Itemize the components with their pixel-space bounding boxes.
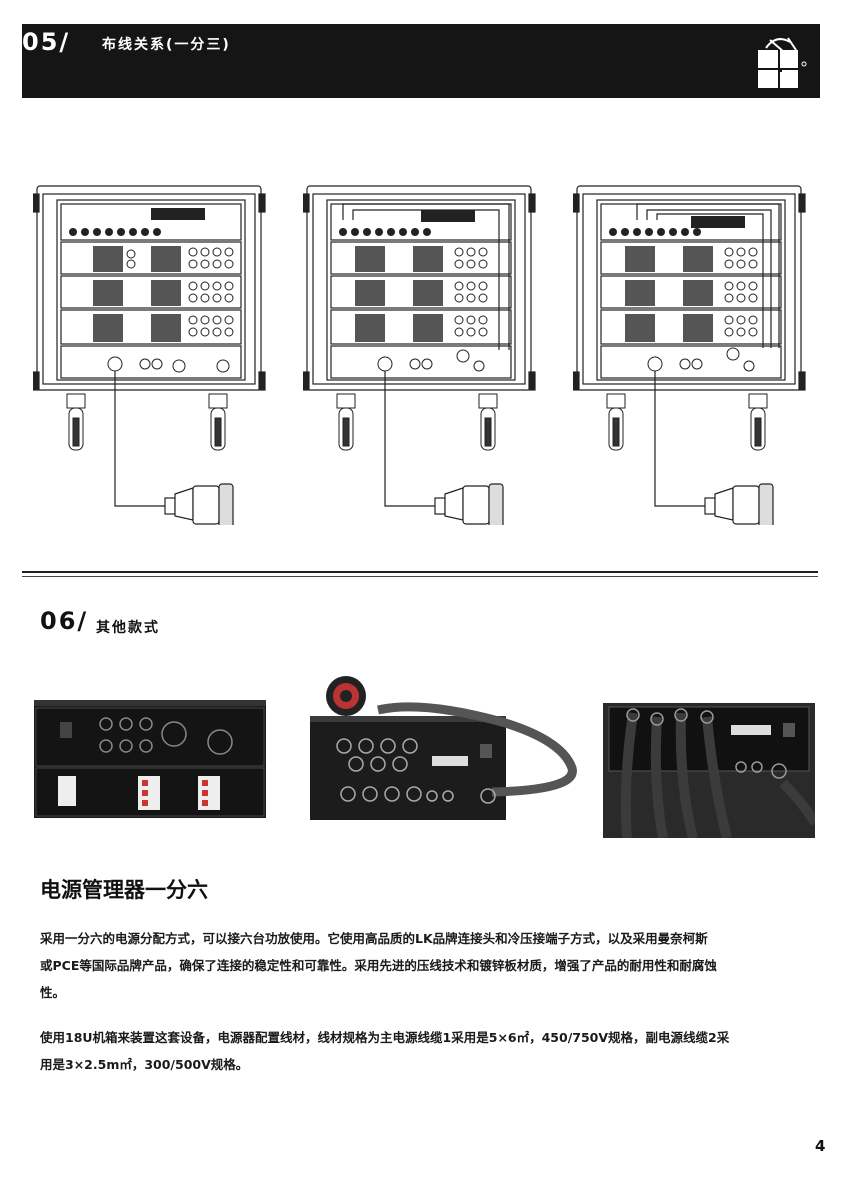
section-divider-thin [22, 576, 818, 577]
paragraph-line: 性。 [40, 985, 66, 1000]
section-title: 布线关系(一分三) [102, 37, 231, 53]
paragraph-line: 或PCE等国际品牌产品，确保了连接的稳定性和可靠性。采用先进的压线技术和镀锌板材… [40, 958, 717, 973]
product-description-paragraph-1: 采用一分六的电源分配方式，可以接六台功放使用。它使用高品质的LK品牌连接头和冷压… [40, 925, 805, 1006]
product-photo-2 [302, 672, 582, 822]
wiring-diagram-1 [33, 185, 266, 525]
product-title: 电源管理器一分六 [40, 878, 208, 902]
paragraph-line: 使用18U机箱来装置这套设备，电源器配置线材，线材规格为主电源线缆1采用是5×6… [40, 1030, 730, 1045]
product-description-paragraph-2: 使用18U机箱来装置这套设备，电源器配置线材，线材规格为主电源线缆1采用是5×6… [40, 1024, 805, 1078]
wiring-diagram-3 [573, 185, 806, 525]
section-number: 06/ [40, 607, 89, 635]
section-header-bar [22, 24, 820, 98]
paragraph-line: 采用一分六的电源分配方式，可以接六台功放使用。它使用高品质的LK品牌连接头和冷压… [40, 931, 708, 946]
page-number: 4 [815, 1137, 826, 1155]
product-photo-1 [34, 700, 266, 818]
product-photo-3 [603, 703, 815, 838]
wiring-diagram-2 [303, 185, 536, 525]
section-divider [22, 571, 818, 573]
brand-logo-icon [758, 37, 807, 88]
paragraph-line: 用是3×2.5m㎡，300/500V规格。 [40, 1057, 249, 1072]
section-title: 其他款式 [96, 620, 160, 636]
section-number: 05/ [22, 28, 71, 56]
